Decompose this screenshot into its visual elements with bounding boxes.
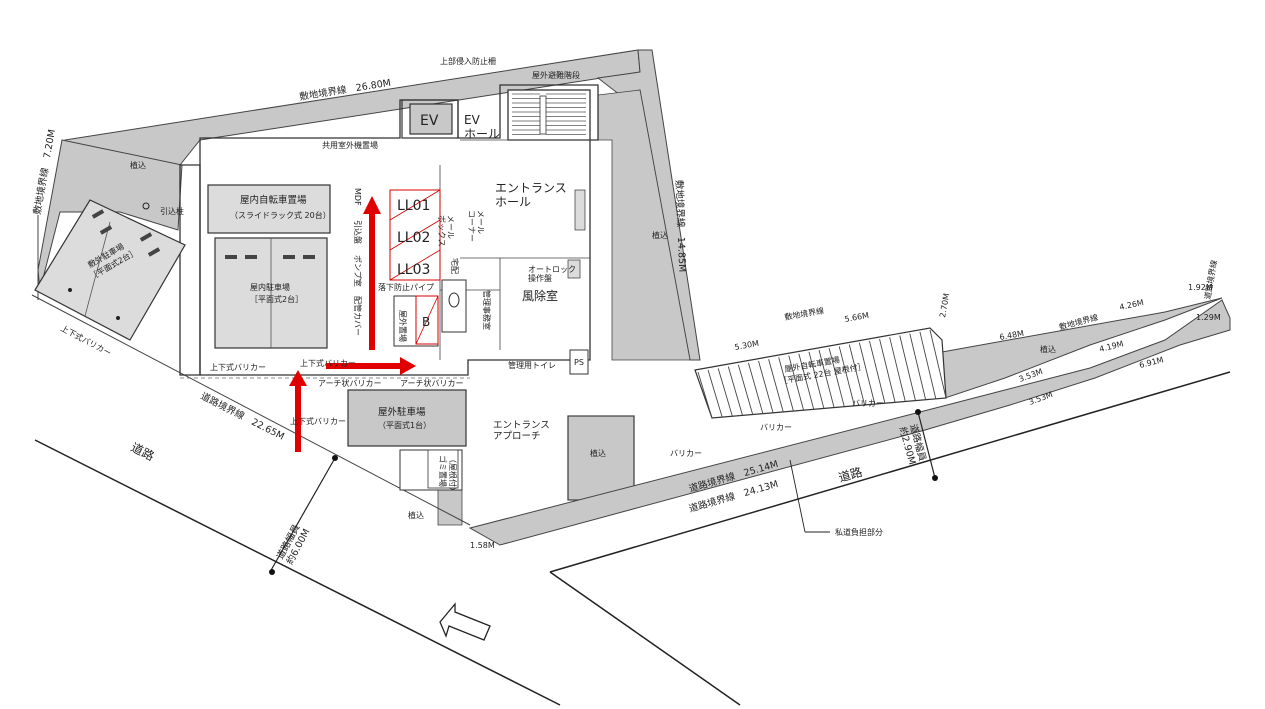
mail-box-unit-label: メールボックス <box>437 215 455 247</box>
planting-areas <box>37 49 1231 546</box>
planting-front-square <box>567 415 635 501</box>
dim-129: 1.29M <box>1196 313 1221 322</box>
indoor-parking-title: 屋内駐車場 <box>250 282 290 292</box>
entrance-approach-label: エントランスアプローチ <box>493 420 550 442</box>
shared-outdoor-unit-label: 共用室外機置場 <box>322 140 378 150</box>
manager-room-label: 管理事務室 <box>482 290 492 330</box>
updown-barricade-3: 上下式バリカー <box>300 358 356 368</box>
planting-right-road <box>941 297 1223 399</box>
road-width-left: 道路幅員約6.00M <box>274 521 312 566</box>
planting-label-5: 植込 <box>1040 344 1056 354</box>
ev-label: EV <box>420 113 439 129</box>
autolock-label: オートロック操作盤 <box>528 265 576 283</box>
dim-566: 5.66M <box>844 311 870 324</box>
b-label: B <box>422 315 430 329</box>
intake-label: 引込盤 <box>353 220 363 244</box>
indoor-bike-rack <box>207 184 331 234</box>
route-arrows <box>289 196 416 452</box>
entrance-hall-label: エントランスホール <box>495 181 567 209</box>
planting-label-4: 植込 <box>408 510 424 520</box>
dim-648: 6.48M <box>999 329 1025 342</box>
barricade-2: バリカー <box>760 423 792 432</box>
updown-barricade-1: 上下式バリカー <box>59 323 113 358</box>
pump-label: ポンプ室 <box>353 255 363 287</box>
front-parking <box>347 389 467 491</box>
planting-label-1: 植込 <box>130 160 146 170</box>
elevator <box>401 99 459 139</box>
unit-ll03: LL03 <box>397 262 430 278</box>
pipe-cover-label: 配管カバー <box>353 296 363 336</box>
road-direction-icon <box>439 602 491 641</box>
road-lines <box>31 215 1231 706</box>
windbreak-label: 風除室 <box>522 288 558 303</box>
upper-intrusion-label: 上部侵入防止柵 <box>440 56 496 66</box>
private-road-strip <box>468 299 1231 546</box>
garbage-label: ゴミ置場 <box>438 455 448 487</box>
outdoor-bike-area <box>694 327 947 419</box>
indoor-parking <box>214 237 328 349</box>
boundary-right-label: 敷地境界線 14.85M <box>673 180 688 273</box>
dim-270: 2.70M <box>938 292 951 318</box>
road-right-label: 道路 <box>837 464 864 485</box>
barricade-1: バリカー <box>670 449 702 458</box>
outside-parking <box>34 199 186 341</box>
arch-barricade-2: アーチ状バリカー <box>400 378 464 388</box>
dim-426: 4.26M <box>1119 298 1145 312</box>
lead-in-pole-label: 引込柱 <box>160 206 184 216</box>
manager-toilet-label: 管理用トイレ <box>508 360 556 370</box>
dim-192: 1.92M <box>1188 283 1213 292</box>
unit-ll01: LL01 <box>397 198 430 214</box>
bike-storage-label: 屋外置場 <box>398 310 408 342</box>
updown-barricade-2: 上下式バリカー <box>210 362 266 372</box>
road-boundary-left-label: 道路境界線 22.65M <box>199 390 287 443</box>
arch-barricade-1: アーチ状バリカー <box>318 378 382 388</box>
barricade-3: バリカー <box>852 399 884 408</box>
front-parking-title: 屋外駐車場 <box>378 406 426 418</box>
road-boundary-far: 道路境界線 <box>1202 259 1219 300</box>
unit-ll02: LL02 <box>397 230 430 246</box>
updown-barricade-4: 上下式バリカー <box>290 416 346 426</box>
fall-guard-label: 落下防止パイプ <box>378 282 434 292</box>
ps-label: PS <box>574 358 584 367</box>
outdoor-stairs-label: 屋外避難階段 <box>532 70 580 80</box>
delivery-box-label: 宅配 <box>450 258 460 274</box>
front-parking-detail: （平面式1台） <box>378 420 431 430</box>
mdf-label: MDF <box>353 188 362 206</box>
dim-158: 1.58M <box>470 541 495 550</box>
road-left-label: 道路 <box>129 439 157 463</box>
outdoor-stairs <box>507 89 591 141</box>
garbage-roof-label: （屋根付） <box>448 455 458 495</box>
mailbox-label: メールコーナー <box>467 210 485 242</box>
planting-label-2: 植込 <box>652 230 668 240</box>
planting-label-3: 植込 <box>590 448 606 458</box>
indoor-bike-title: 屋内自転車置場 <box>240 194 307 206</box>
private-burden-label: 私道負担部分 <box>835 527 883 537</box>
inner-rooms <box>389 139 590 375</box>
indoor-bike-detail: （スライドラック式 20台） <box>230 210 331 220</box>
boundary-road-mid: 敷地境界線 <box>784 305 825 322</box>
dim-530: 5.30M <box>734 339 760 352</box>
indoor-parking-detail: ［平面式2台］ <box>250 294 303 304</box>
